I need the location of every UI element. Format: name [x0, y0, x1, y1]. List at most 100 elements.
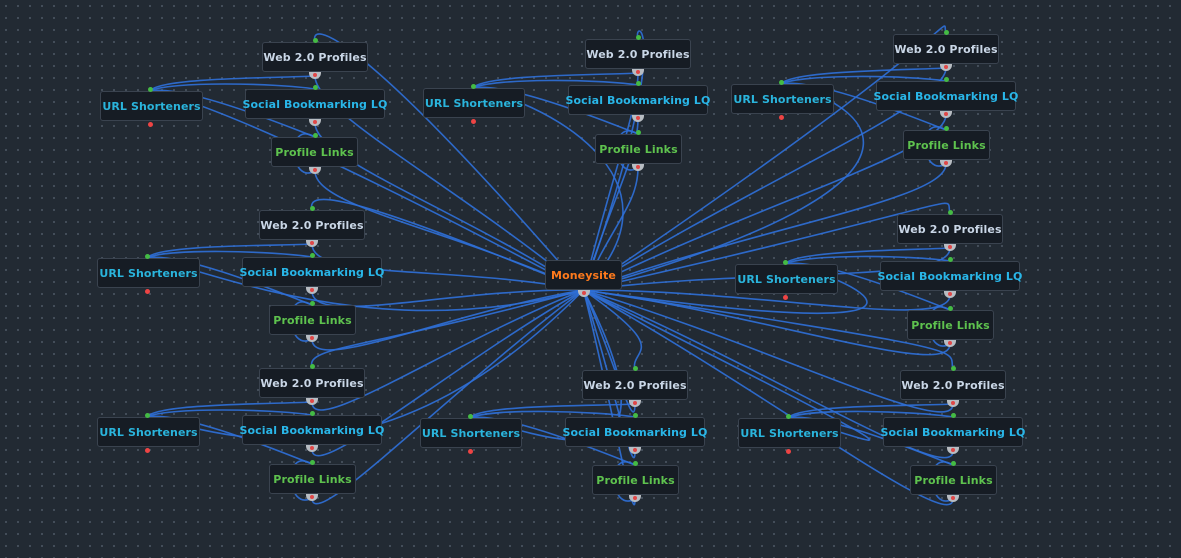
url-shorteners-node-6[interactable]: URL Shorteners — [420, 418, 522, 448]
social-input-port-4[interactable] — [947, 256, 953, 262]
web2-input-port-1[interactable] — [635, 34, 641, 40]
social-input-port-5[interactable] — [309, 410, 315, 416]
web2-output-handle-6[interactable] — [629, 400, 641, 407]
profile-input-port-5[interactable] — [309, 459, 315, 465]
web2-input-port-4[interactable] — [947, 209, 953, 215]
url-shorteners-output-port-6[interactable] — [467, 448, 473, 454]
social-bookmarking-node-4[interactable]: Social Bookmarking LQ — [878, 261, 1022, 291]
web2-input-port-6[interactable] — [632, 365, 638, 371]
profile-input-port-6[interactable] — [632, 460, 638, 466]
social-bookmarking-node-7[interactable]: Social Bookmarking LQ — [881, 417, 1025, 447]
social-output-handle-0[interactable] — [309, 119, 321, 126]
web2-input-port-5[interactable] — [309, 363, 315, 369]
url-shorteners-node-4[interactable]: URL Shorteners — [735, 264, 838, 294]
web2-output-handle-4[interactable] — [944, 244, 956, 251]
profile-links-node-0[interactable]: Profile Links — [271, 137, 358, 167]
web2-input-port-7[interactable] — [950, 365, 956, 371]
profile-output-handle-3[interactable] — [306, 335, 318, 342]
profile-output-handle-0[interactable] — [309, 167, 321, 174]
web2-output-handle-5[interactable] — [306, 398, 318, 405]
web2-input-port-0[interactable] — [312, 37, 318, 43]
social-output-handle-2[interactable] — [940, 111, 952, 118]
profile-input-port-0[interactable] — [312, 132, 318, 138]
url-shorteners-node-5[interactable]: URL Shorteners — [97, 417, 200, 447]
web2-output-handle-2[interactable] — [940, 64, 952, 71]
social-bookmarking-node-5[interactable]: Social Bookmarking LQ — [240, 415, 384, 445]
profile-links-node-6[interactable]: Profile Links — [592, 465, 679, 495]
profile-links-node-4[interactable]: Profile Links — [907, 310, 994, 340]
web2-input-port-2[interactable] — [943, 29, 949, 35]
url-shorteners-output-port-5[interactable] — [144, 447, 150, 453]
profile-input-port-3[interactable] — [309, 300, 315, 306]
profile-links-node-2[interactable]: Profile Links — [903, 130, 990, 160]
social-bookmarking-node-2[interactable]: Social Bookmarking LQ — [874, 81, 1018, 111]
social-input-port-3[interactable] — [309, 252, 315, 258]
web2-output-handle-7[interactable] — [947, 400, 959, 407]
social-bookmarking-node-0[interactable]: Social Bookmarking LQ — [243, 89, 387, 119]
profile-links-node-0-label: Profile Links — [275, 145, 354, 159]
url-shorteners-node-0[interactable]: URL Shorteners — [100, 91, 203, 121]
profile-output-handle-1[interactable] — [632, 164, 644, 171]
profile-output-handle-5[interactable] — [306, 494, 318, 501]
profile-links-node-3[interactable]: Profile Links — [269, 305, 356, 335]
web2-profiles-node-0[interactable]: Web 2.0 Profiles — [262, 42, 368, 72]
profile-links-node-7[interactable]: Profile Links — [910, 465, 997, 495]
profile-output-handle-2[interactable] — [940, 160, 952, 167]
url-shorteners-input-port-7[interactable] — [785, 413, 791, 419]
moneysite-output-handle[interactable] — [577, 290, 590, 297]
web2-profiles-node-6[interactable]: Web 2.0 Profiles — [582, 370, 688, 400]
web2-input-port-3[interactable] — [309, 205, 315, 211]
web2-profiles-node-3[interactable]: Web 2.0 Profiles — [259, 210, 365, 240]
profile-links-node-5[interactable]: Profile Links — [269, 464, 356, 494]
social-output-handle-1[interactable] — [632, 115, 644, 122]
url-shorteners-input-port-6[interactable] — [467, 413, 473, 419]
profile-input-port-7[interactable] — [950, 460, 956, 466]
web2-profiles-node-5[interactable]: Web 2.0 Profiles — [259, 368, 365, 398]
profile-input-port-2[interactable] — [943, 125, 949, 131]
social-output-handle-3[interactable] — [306, 287, 318, 294]
social-bookmarking-node-3[interactable]: Social Bookmarking LQ — [240, 257, 384, 287]
profile-input-port-4[interactable] — [947, 305, 953, 311]
url-shorteners-output-port-2[interactable] — [778, 114, 784, 120]
profile-input-port-1[interactable] — [635, 129, 641, 135]
social-bookmarking-node-6[interactable]: Social Bookmarking LQ — [563, 417, 707, 447]
profile-output-handle-6[interactable] — [629, 495, 641, 502]
web2-output-handle-0[interactable] — [309, 72, 321, 79]
url-shorteners-input-port-3[interactable] — [144, 253, 150, 259]
web2-profiles-node-2[interactable]: Web 2.0 Profiles — [893, 34, 999, 64]
url-shorteners-input-port-1[interactable] — [470, 83, 476, 89]
moneysite-node[interactable]: Moneysite — [545, 260, 622, 290]
url-shorteners-node-2[interactable]: URL Shorteners — [731, 84, 834, 114]
social-output-handle-6[interactable] — [629, 447, 641, 454]
social-input-port-0[interactable] — [312, 84, 318, 90]
social-input-port-1[interactable] — [635, 80, 641, 86]
web2-profiles-node-1[interactable]: Web 2.0 Profiles — [585, 39, 691, 69]
web2-output-handle-3[interactable] — [306, 240, 318, 247]
profile-links-node-1[interactable]: Profile Links — [595, 134, 682, 164]
url-shorteners-output-port-1[interactable] — [470, 118, 476, 124]
profile-output-handle-4[interactable] — [944, 340, 956, 347]
social-input-port-7[interactable] — [950, 412, 956, 418]
social-input-port-2[interactable] — [943, 76, 949, 82]
social-bookmarking-node-1[interactable]: Social Bookmarking LQ — [566, 85, 710, 115]
url-shorteners-node-7[interactable]: URL Shorteners — [738, 418, 841, 448]
url-shorteners-input-port-0[interactable] — [147, 86, 153, 92]
url-shorteners-output-port-7[interactable] — [785, 448, 791, 454]
social-output-handle-5[interactable] — [306, 445, 318, 452]
url-shorteners-node-3[interactable]: URL Shorteners — [97, 258, 200, 288]
url-shorteners-node-1[interactable]: URL Shorteners — [423, 88, 525, 118]
url-shorteners-output-port-0[interactable] — [147, 121, 153, 127]
web2-profiles-node-7[interactable]: Web 2.0 Profiles — [900, 370, 1006, 400]
web2-profiles-node-4[interactable]: Web 2.0 Profiles — [897, 214, 1003, 244]
url-shorteners-input-port-5[interactable] — [144, 412, 150, 418]
url-shorteners-input-port-4[interactable] — [782, 259, 788, 265]
social-output-handle-4[interactable] — [944, 291, 956, 298]
url-shorteners-output-port-4[interactable] — [782, 294, 788, 300]
social-output-handle-7[interactable] — [947, 447, 959, 454]
url-shorteners-output-port-3[interactable] — [144, 288, 150, 294]
web2-output-handle-1[interactable] — [632, 69, 644, 76]
social-input-port-6[interactable] — [632, 412, 638, 418]
profile-output-handle-7[interactable] — [947, 495, 959, 502]
url-shorteners-input-port-2[interactable] — [778, 79, 784, 85]
